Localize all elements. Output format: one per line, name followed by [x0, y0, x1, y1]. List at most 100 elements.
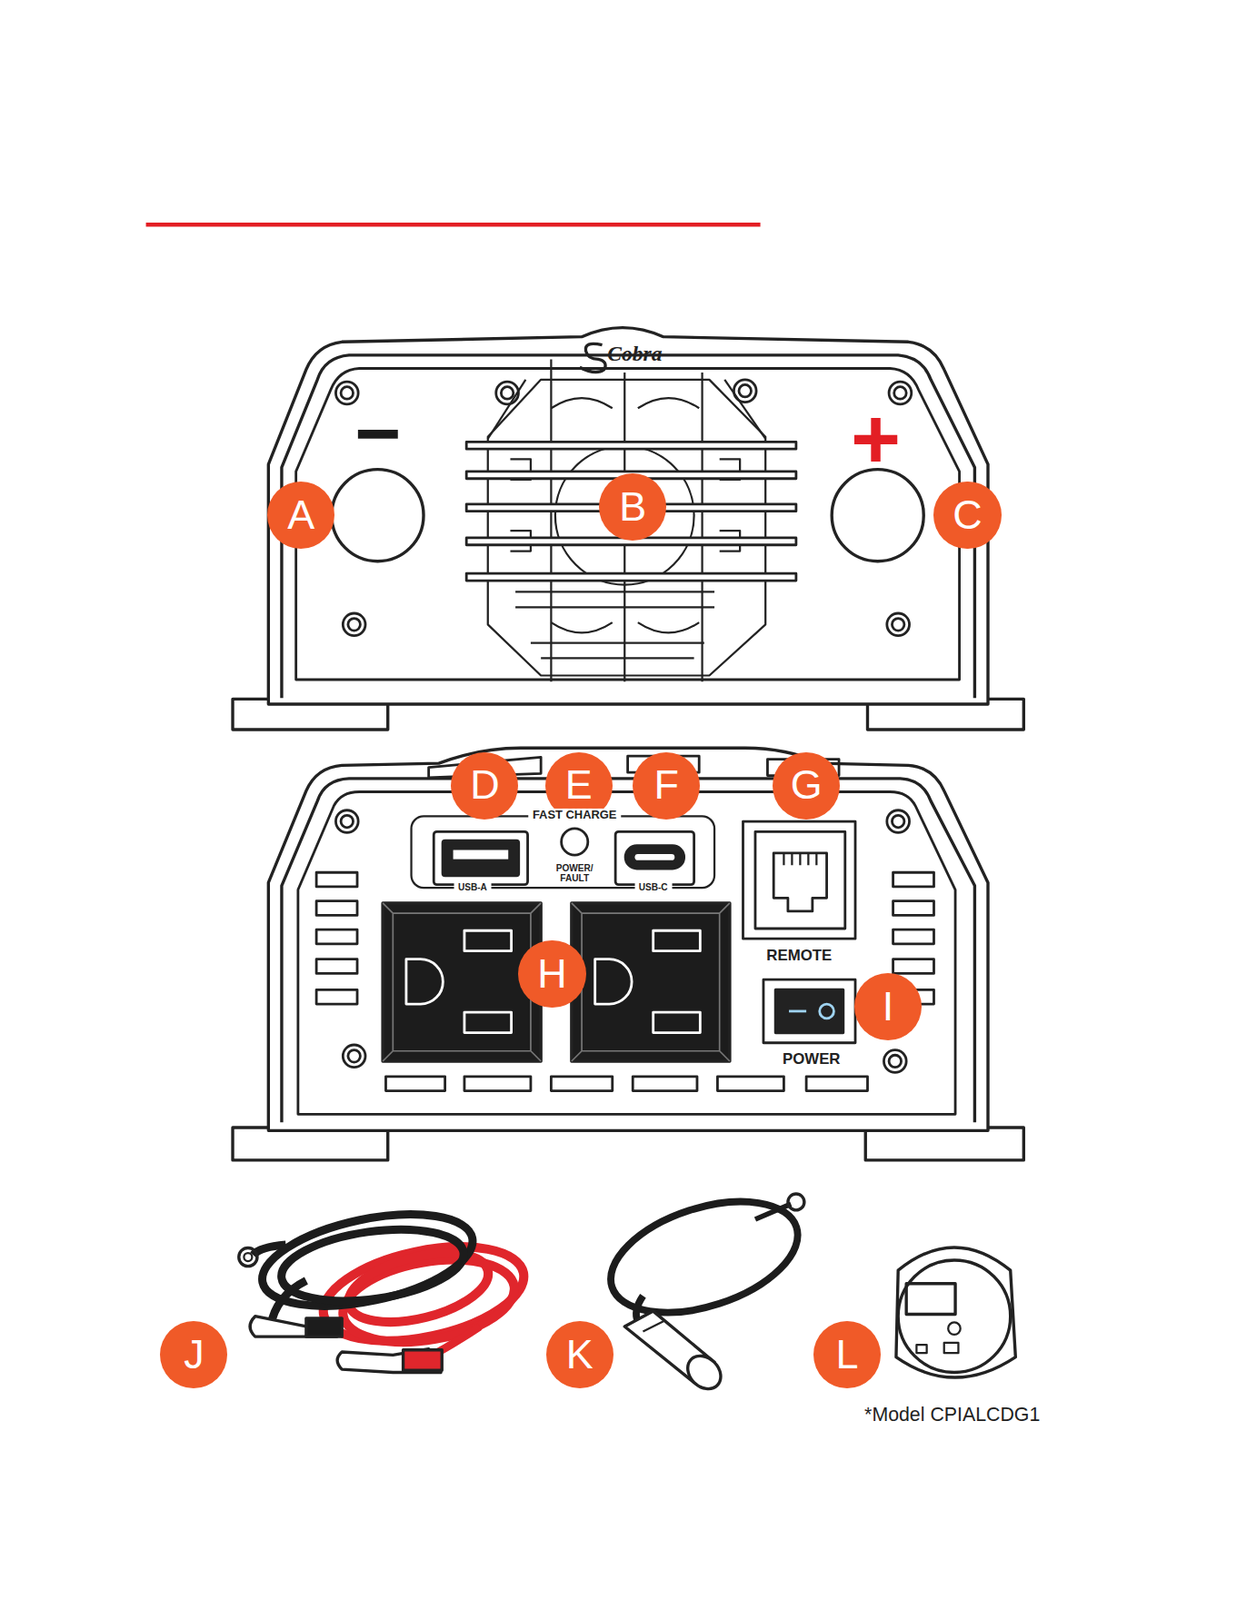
brand-logo: Cobra [607, 342, 662, 367]
drawing-part [348, 1050, 360, 1063]
drawing-part [466, 441, 797, 449]
callout-letter: G [790, 765, 823, 807]
drawing-part [893, 929, 935, 945]
drawing-part [916, 1345, 927, 1354]
drawing-part [239, 1247, 258, 1267]
drawing-part [464, 1012, 512, 1033]
dc-end-panel [232, 328, 1024, 730]
drawing-part [453, 850, 509, 860]
drawing-part [783, 853, 817, 866]
drawing-part [944, 1343, 959, 1354]
callout-letter: D [469, 765, 499, 807]
model-note: *Model CPIALCDG1 [864, 1405, 1040, 1427]
drawing-part [464, 930, 512, 951]
drawing-part [254, 1197, 481, 1323]
drawing-part [632, 1077, 698, 1092]
drawing-part [382, 903, 541, 1062]
drawing-part [433, 831, 528, 885]
drawing-part [888, 1055, 901, 1068]
drawing-part [340, 815, 353, 828]
drawing-part [316, 872, 358, 888]
drawing-part [335, 810, 359, 834]
drawing-part [891, 618, 904, 631]
polarity-mark: − [354, 389, 401, 478]
drawing-part [891, 815, 904, 828]
drawing-part [348, 618, 360, 631]
drawing-part [763, 979, 856, 1044]
callout-circle: D [450, 752, 519, 820]
usb-a-port [433, 831, 528, 885]
callout-circle: K [546, 1321, 614, 1389]
group-label: FAST CHARGE [528, 808, 620, 822]
drawing-part [883, 1050, 907, 1074]
drawing-part [496, 381, 519, 405]
drawing-part [819, 1004, 835, 1019]
drawing-part [550, 1077, 612, 1092]
cooling-fan [488, 359, 766, 682]
drawing-part [515, 591, 715, 659]
drawing-part [488, 379, 766, 677]
callout-letter: E [565, 765, 593, 807]
callout-letter: F [654, 765, 679, 807]
drawing-part [316, 959, 358, 975]
drawing-part [788, 1194, 805, 1211]
drawing-part [597, 1180, 812, 1334]
fan-grill [466, 441, 797, 581]
drawing-part [549, 359, 552, 682]
drawing-part [653, 1012, 701, 1033]
drawing-part [464, 1077, 531, 1092]
ac-outlet [382, 903, 541, 1062]
status-led [561, 828, 589, 856]
remote-jack [742, 821, 856, 939]
bottom-vents [385, 1077, 868, 1092]
drawing-part [773, 853, 827, 912]
indicator-label: POWER/ FAULT [553, 863, 597, 884]
mount-foot [232, 1127, 389, 1161]
drawing-part [738, 384, 751, 397]
drawing-part [653, 930, 701, 951]
housing-outline [268, 748, 988, 1131]
callout-letter: J [183, 1335, 204, 1377]
callout-circle: B [598, 473, 667, 541]
drawing-part [625, 846, 684, 869]
drawing-part [806, 1077, 868, 1092]
callout-circle: F [632, 752, 700, 820]
callout-circle: I [854, 973, 922, 1041]
housing-inner-outline [281, 355, 975, 699]
drawing-part [571, 903, 730, 1062]
power-switch [763, 979, 856, 1044]
drawing-part [775, 989, 843, 1033]
drawing-part [634, 854, 675, 861]
screws [335, 810, 909, 1074]
callout-circle: A [267, 481, 335, 549]
port-label: REMOTE [766, 947, 832, 966]
drawing-part [893, 901, 935, 917]
drawing-part [342, 613, 366, 637]
drawing-part [382, 903, 541, 1062]
end-plate [298, 792, 956, 1116]
drawing-part [385, 1077, 445, 1092]
drawing-part [742, 821, 856, 939]
callout-circle: C [933, 481, 1001, 549]
callout-letter: C [952, 495, 982, 537]
callout-circle: H [518, 940, 586, 1008]
housing-outline [268, 328, 988, 705]
drawing-part [896, 1247, 1016, 1378]
drawing-part [897, 1260, 1011, 1374]
callout-letter: H [537, 954, 567, 996]
drawing-part [314, 1231, 532, 1358]
drawing-part [277, 1219, 469, 1313]
port-label: USB-A [453, 882, 491, 893]
callout-letter: I [882, 987, 894, 1028]
drawing-part [252, 1197, 480, 1327]
drawing-part [500, 387, 513, 400]
drawing-part [724, 379, 766, 439]
drawing-part [314, 1231, 532, 1358]
drawing-part [466, 573, 797, 581]
callout-letter: A [287, 495, 315, 537]
drawing-part [340, 387, 353, 400]
drawing-part [893, 959, 935, 975]
drawing-part [406, 959, 443, 1005]
housing-inner-outline [281, 778, 975, 1123]
port-label: USB-C [634, 882, 672, 893]
